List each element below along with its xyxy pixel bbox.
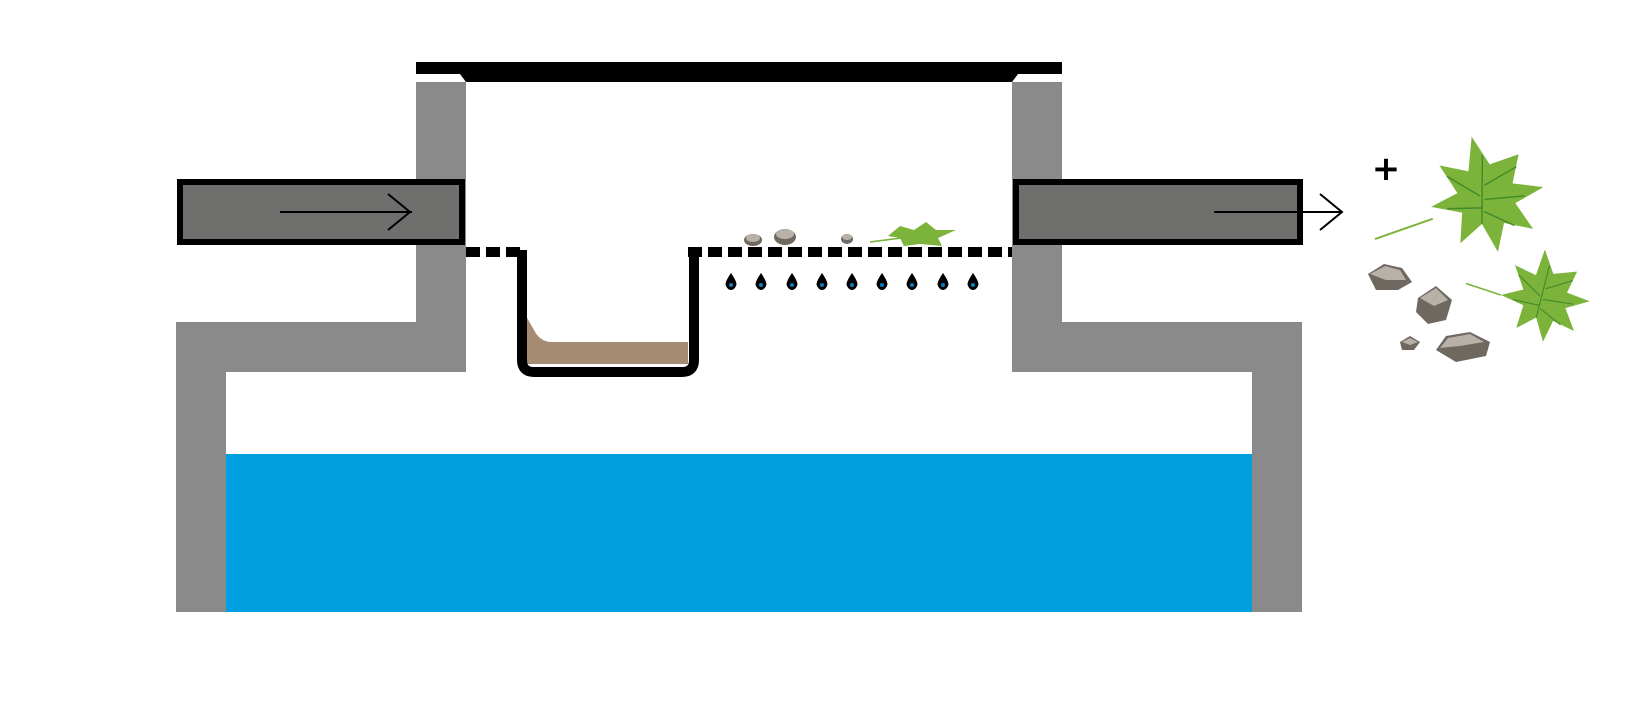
water-drop-icon — [937, 273, 949, 290]
stored-water — [226, 454, 1252, 612]
water-drop-icon — [786, 273, 798, 290]
plus-sign: + — [1372, 149, 1401, 189]
sediment-trap — [517, 250, 699, 377]
filtered-debris — [1368, 126, 1596, 362]
leaf-icon — [869, 222, 956, 246]
tank-walls — [176, 82, 1302, 612]
filter-lid — [416, 62, 1062, 82]
arrow-right-icon — [1214, 193, 1344, 231]
screen-debris — [744, 222, 956, 246]
water-drop-icon — [876, 273, 888, 290]
stone-icon — [744, 234, 762, 246]
stone-icon — [1400, 336, 1420, 350]
arrow-right-icon — [280, 193, 412, 231]
stone-icon — [774, 229, 796, 245]
tank-wall-right — [1012, 82, 1302, 612]
stone-icon — [1436, 332, 1490, 362]
water-drops — [725, 273, 979, 290]
stone-icon — [841, 234, 853, 244]
water-drop-icon — [816, 273, 828, 290]
leaf-icon — [1374, 126, 1553, 262]
stone-icon — [1368, 264, 1412, 290]
water-drop-icon — [906, 273, 918, 290]
tank-wall-left — [176, 82, 466, 612]
stone-icon — [1416, 286, 1452, 324]
water-drop-icon — [725, 273, 737, 290]
water-drop-icon — [846, 273, 858, 290]
leaf-icon — [1465, 244, 1596, 347]
water-drop-icon — [967, 273, 979, 290]
water-drop-icon — [755, 273, 767, 290]
sediment — [526, 316, 688, 364]
